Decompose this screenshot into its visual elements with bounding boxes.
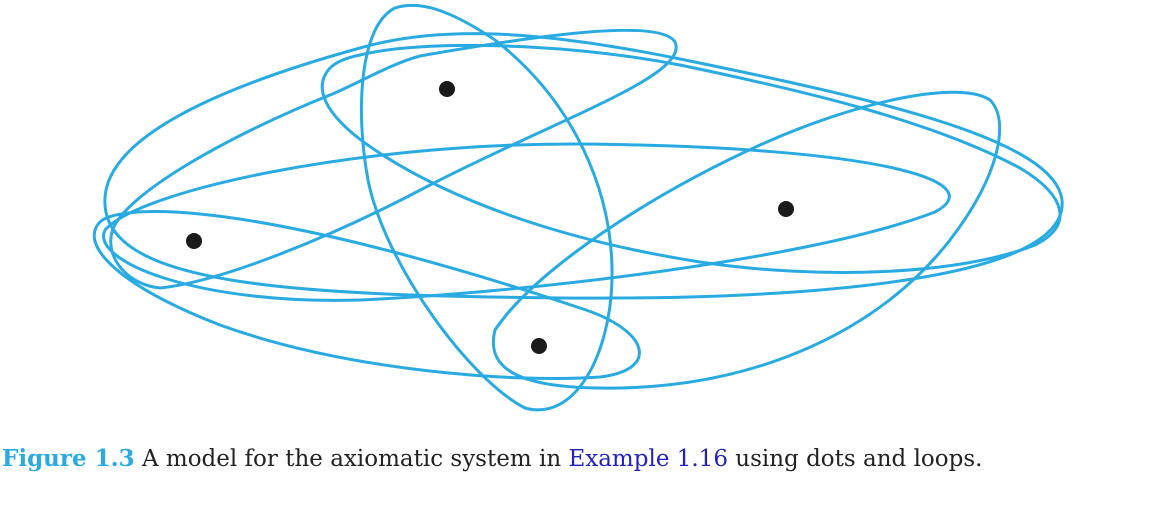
caption-text-after: using dots and loops. [727,446,983,472]
loop-long-horizontal [102,142,951,302]
dot-left [186,233,202,249]
loop-big-outer [103,32,1064,300]
dot-right [778,201,794,217]
dots-layer [186,81,794,354]
loop-top-right-sweep [320,43,1062,274]
dot-top [439,81,455,97]
dots-and-loops-diagram [92,3,1064,412]
loops-layer [92,3,1064,412]
example-link[interactable]: Example 1.16 [568,446,728,472]
loop-bottom-right-diagonal [492,90,1002,390]
figure-label: Figure 1.3 [2,445,135,472]
caption-text-before: A model for the axiomatic system in [134,446,569,472]
loop-left-bottom [92,210,641,380]
figure-caption: Figure 1.3 A model for the axiomatic sys… [2,444,982,474]
dot-bottom [531,338,547,354]
loop-top-left-diagonal-visible [109,28,678,290]
